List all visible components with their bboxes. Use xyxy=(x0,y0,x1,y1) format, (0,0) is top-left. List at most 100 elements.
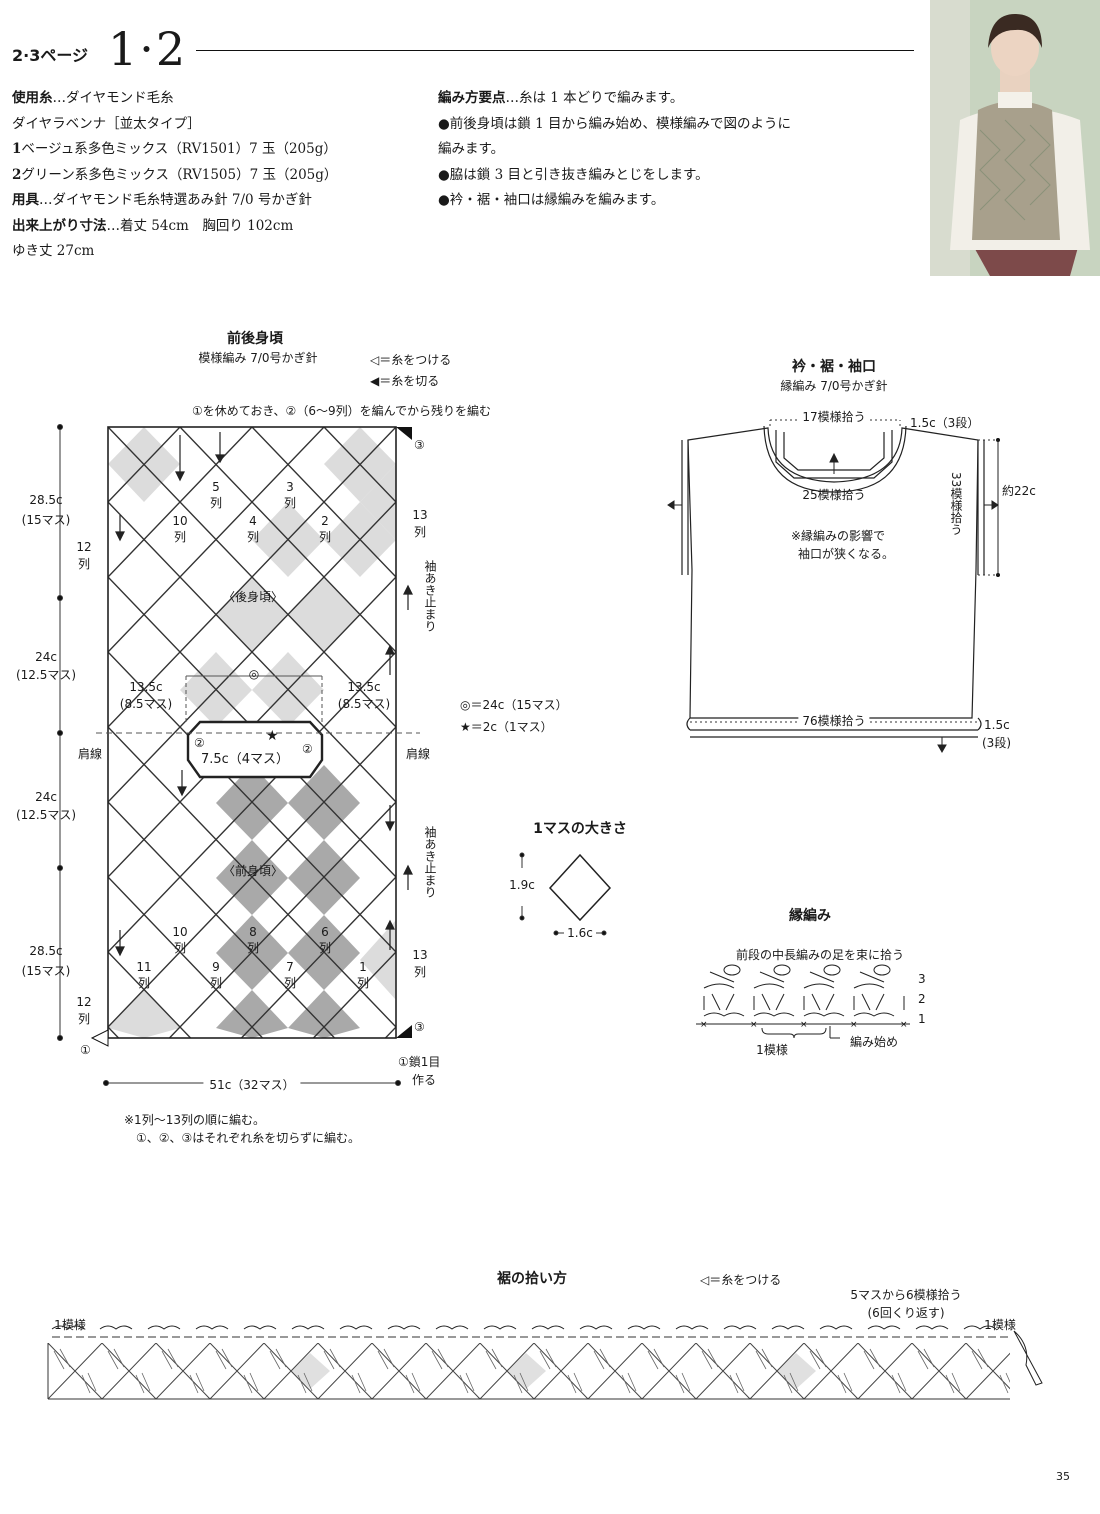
model-photo xyxy=(930,0,1100,276)
body-chart-title: 前後身頃 xyxy=(227,331,283,347)
hem-height: 1.5c xyxy=(984,718,1010,732)
start-note-b: 作る xyxy=(412,1073,437,1087)
border-note: 前段の中長編みの足を束に拾う xyxy=(735,948,905,962)
yarn-name: ダイヤラベンナ［並太タイプ］ xyxy=(12,115,201,132)
neck-rows: 1.5c（3段） xyxy=(910,416,980,430)
col-unit: 列 xyxy=(209,976,223,990)
border-row3: 3 xyxy=(918,972,926,986)
col-unit: 列 xyxy=(246,941,260,955)
col-label: 7 xyxy=(286,960,294,974)
armhole-pickup: 33模様拾う xyxy=(949,472,963,536)
tools-value: …ダイヤモンド毛糸特選あみ針 7/0 号かぎ針 xyxy=(39,192,312,208)
row13-top-unit: 列 xyxy=(413,525,427,539)
hem-right-repeat: 1模様 xyxy=(984,1318,1016,1332)
row12-top: 12 xyxy=(76,540,92,554)
dim-back-lower: 24c xyxy=(35,650,57,664)
hem-pickup-legend: ◁＝糸をつける xyxy=(700,1273,782,1287)
points-label: 編み方要点 xyxy=(438,90,506,106)
col-unit: 列 xyxy=(283,496,297,510)
legend-attach: ◁＝糸をつける xyxy=(370,353,452,367)
col-label: 11 xyxy=(136,960,152,974)
armhole-length: 約22c xyxy=(1002,484,1036,498)
border-stitch-diagram: ××××× xyxy=(696,964,910,1039)
body-chart-subtitle: 模様編み 7/0号かぎ針 xyxy=(198,351,318,365)
border-title: 縁編み xyxy=(789,908,831,924)
neck-width: 7.5c（4マス） xyxy=(200,752,290,767)
neck-bottom-pickup: 25模様拾う xyxy=(802,488,866,502)
col-label: 3 xyxy=(286,480,294,494)
col-unit: 列 xyxy=(173,941,187,955)
legend-circle: ◎＝24c（15マス） xyxy=(460,698,568,712)
sleeve-length: ゆき丈 27cm xyxy=(12,243,95,259)
color2: グリーン系多色ミックス（RV1505）7 玉（205g） xyxy=(21,166,338,183)
footnote-1: ※1列〜13列の順に編む。 xyxy=(124,1113,265,1127)
col-unit: 列 xyxy=(283,976,297,990)
unit-height: 1.9c xyxy=(509,878,535,892)
front-body-label: 〈前身頃〉 xyxy=(222,864,284,878)
corner-circle1: ① xyxy=(80,1043,91,1057)
size-value: …着丈 54cm 胸回り 102cm xyxy=(106,217,294,234)
point-1a: ●前後身頃は鎖 1 目から編み始め、模様編みで図のように xyxy=(438,115,791,132)
dim-front-lower-cells: (15マス) xyxy=(21,964,71,978)
hem-pickup-title: 裾の拾い方 xyxy=(497,1271,567,1287)
hem-rows: (3段) xyxy=(982,736,1011,750)
col-label: 2 xyxy=(321,514,329,528)
start-note-a: ①鎖1目 xyxy=(398,1055,441,1069)
page-reference: 2·3ページ xyxy=(12,46,89,65)
row12-bottom: 12 xyxy=(76,995,92,1009)
knitting-points: 編み方要点…糸は 1 本どりで編みます。 ●前後身頃は鎖 1 目から編み始め、模… xyxy=(438,86,908,214)
materials-spec: 使用糸…ダイヤモンド毛糸 ダイヤラベンナ［並太タイプ］ 1ベージュ系多色ミックス… xyxy=(12,86,412,265)
dim-front-lower: 28.5c xyxy=(29,944,63,958)
point-2: ●脇は鎖 3 目と引き抜き編みとじをします。 xyxy=(438,166,709,183)
col-unit: 列 xyxy=(318,941,332,955)
row13-bottom: 13 xyxy=(412,948,428,962)
col-unit: 列 xyxy=(318,530,332,544)
corner-circle3-bottom: ③ xyxy=(414,1020,425,1034)
col-label: 10 xyxy=(172,514,188,528)
col-unit: 列 xyxy=(137,976,151,990)
row13-top: 13 xyxy=(412,508,428,522)
point-3: ●衿・裾・袖口は縁編みを編みます。 xyxy=(438,192,665,208)
page-number: 35 xyxy=(1056,1470,1070,1483)
tools-label: 用具 xyxy=(12,192,39,208)
border-row1: 1 xyxy=(918,1012,926,1026)
footnote-2: ①、②、③はそれぞれ糸を切らずに編む。 xyxy=(136,1131,361,1145)
hem-pickup-diagram xyxy=(47,1325,1043,1400)
body-chart-note-top: ①を休めておき、②（6〜9列）を編んでから残りを編む xyxy=(192,404,491,418)
body-chart-diagram xyxy=(57,424,420,1086)
edge-chart-diagram xyxy=(667,419,1000,754)
col-unit: 列 xyxy=(173,530,187,544)
model-number: 1·2 xyxy=(108,22,188,76)
border-repeat: 1模様 xyxy=(756,1043,788,1057)
header-rule xyxy=(196,50,914,51)
hem-left-repeat: 1模様 xyxy=(54,1318,86,1332)
col-label: 1 xyxy=(359,960,367,974)
neck-side-right-cells: (8.5マス) xyxy=(337,697,391,711)
unit-width: 1.6c xyxy=(567,926,593,940)
svg-text:×: × xyxy=(900,1020,908,1030)
dim-front-upper: 24c xyxy=(35,790,57,804)
color1: ベージュ系多色ミックス（RV1501）7 玉（205g） xyxy=(21,141,337,157)
col-unit: 列 xyxy=(356,976,370,990)
edge-note-1: ※縁編みの影響で xyxy=(790,529,886,543)
size-label: 出来上がり寸法 xyxy=(12,217,107,234)
hem-repeat-b: (6回くり返す) xyxy=(867,1306,945,1320)
hem-pickup: 76模様拾う xyxy=(798,712,870,729)
shoulder-right: 肩線 xyxy=(405,747,431,761)
svg-text:×: × xyxy=(700,1020,708,1030)
dim-back-upper: 28.5c xyxy=(29,493,63,507)
unit-diamond xyxy=(519,852,612,936)
edge-note-2: 袖口が狭くなる。 xyxy=(797,547,895,561)
edge-chart-subtitle: 縁編み 7/0号かぎ針 xyxy=(780,379,888,393)
body-width: 51c（32マス） xyxy=(203,1076,301,1093)
border-start: 編み始め xyxy=(850,1035,899,1049)
color2-no: 2 xyxy=(12,166,22,183)
row13-bottom-unit: 列 xyxy=(413,965,427,979)
legend-cut: ◀＝糸を切る xyxy=(370,374,440,388)
svg-text:×: × xyxy=(850,1020,858,1030)
corner-circle3-top: ③ xyxy=(414,438,425,452)
hem-repeat-a: 5マスから6模様拾う xyxy=(850,1288,962,1302)
col-unit: 列 xyxy=(246,530,260,544)
neck-side-left: 13.5c xyxy=(129,680,163,694)
col-label: 9 xyxy=(212,960,220,974)
